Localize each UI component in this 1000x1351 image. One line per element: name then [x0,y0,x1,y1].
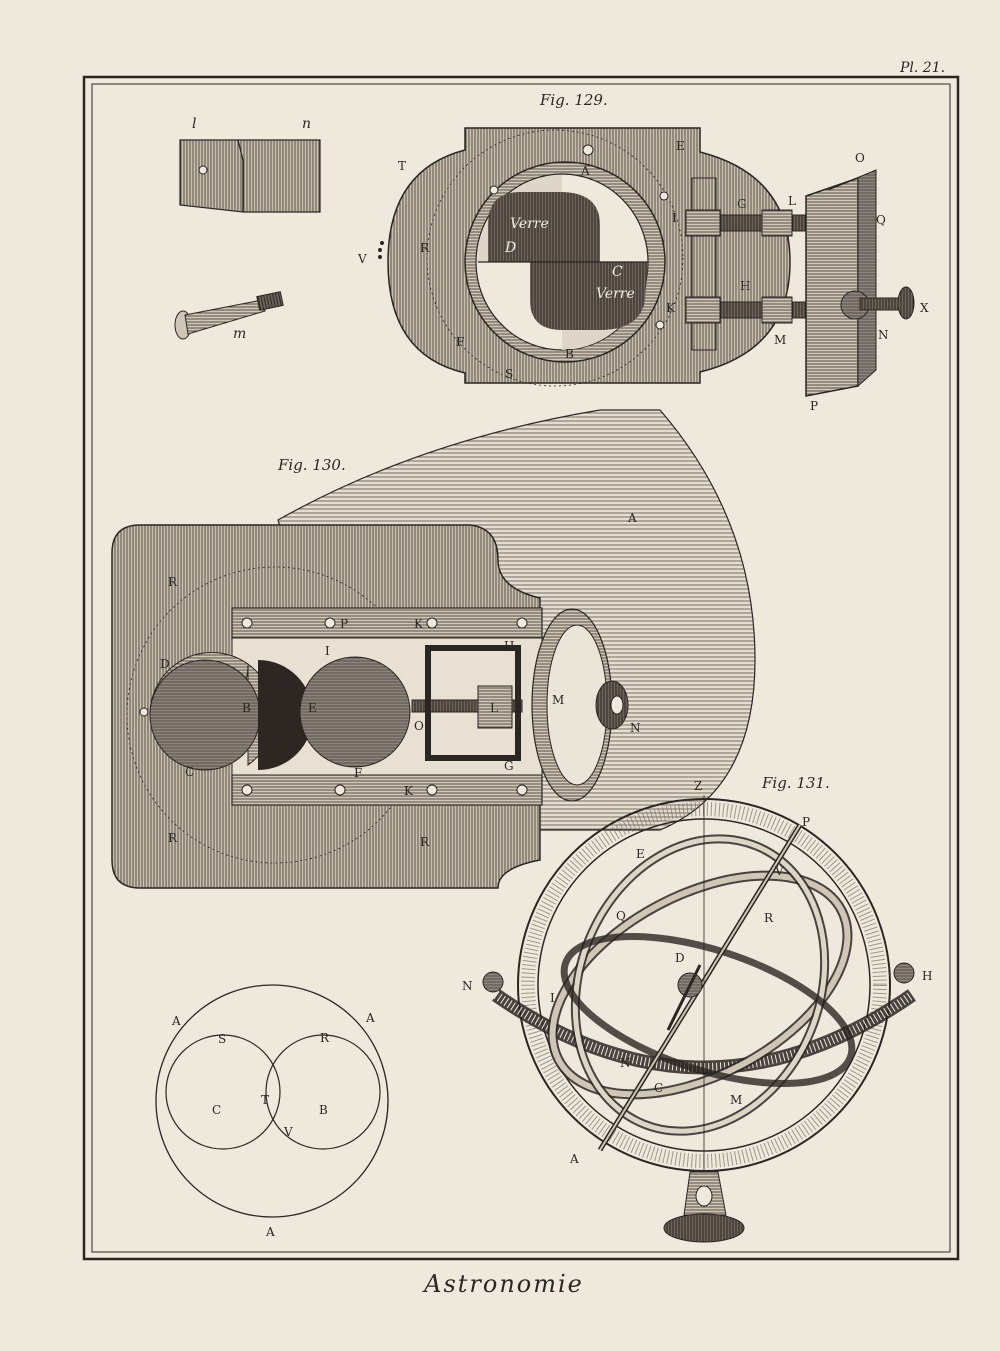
figure-129: Fig. 129. Verre Verre [357,91,929,413]
fig131-label-N-inner: N [620,1056,631,1070]
fig129-label-T: T [398,159,406,173]
fig130-label-K-top: K [414,617,424,631]
circles-diagram: A A S R C T B V A [155,984,389,1239]
fig130-caption: Fig. 130. [277,456,346,474]
part-label-n: n [302,116,311,132]
fig131-label-H: H [922,969,932,983]
fig129-label-D: D [504,240,516,256]
fig130-label-B: B [242,701,251,715]
fig131-label-C: C [654,1081,663,1095]
fig129-label-F: F [456,335,464,349]
fig131-label-D: D [675,951,685,965]
fig131-caption: Fig. 131. [761,774,830,792]
fig129-label-X: X [920,301,929,315]
outer-border [82,75,960,1261]
fig129-label-O: O [855,151,865,165]
fig129-label-B: B [565,347,574,361]
plate-number: Pl. 21. [899,60,945,76]
fig129-label-C: C [612,264,623,280]
fig131-label-Q: Q [616,909,626,923]
fig130-label-K-bottom: K [404,784,414,798]
fig131-label-I: I [550,991,555,1005]
fig130-label-R-left: R [168,831,178,845]
part-bracket-ln: l n [179,116,321,213]
fig129-label-I: I [672,211,677,225]
fig129-label-K: K [666,301,676,315]
fig129-label-S: S [505,367,513,381]
fig130-label-I: I [325,644,330,658]
circles-label-T: T [261,1093,269,1107]
inner-border [91,83,951,1253]
fig129-label-L: L [788,194,796,208]
fig131-label-M: M [730,1093,742,1107]
fig130-label-R-top: R [168,575,178,589]
circles-label-V: V [283,1125,293,1139]
fig130-label-N: N [630,721,641,735]
fig130-label-D: D [160,657,170,671]
figure-130: Fig. 130. A R P [111,409,756,889]
fig129-label-A: A [580,164,590,178]
part-label-m: m [233,326,246,342]
fig130-label-G: G [504,759,514,773]
circles-label-B: B [319,1103,328,1117]
fig130-label-M: M [552,693,564,707]
circles-label-A-right: A [365,1011,375,1025]
fig131-label-Z: Z [694,779,702,793]
fig129-glass-top: Verre [510,216,549,232]
fig130-label-C: C [185,765,194,779]
fig129-label-G: G [737,197,747,211]
fig130-label-R-right: R [420,835,430,849]
fig129-glass-bottom: Verre [596,286,635,302]
fig129-label-M: M [774,333,786,347]
fig129-label-Q: Q [876,213,886,227]
fig131-label-E: E [636,847,645,861]
circles-label-S: S [218,1032,226,1046]
circles-label-C: C [212,1103,221,1117]
fig130-label-O: O [414,719,424,733]
fig129-label-H: H [740,279,750,293]
part-label-l: l [192,116,196,132]
fig130-label-H: H [504,639,514,653]
plate-title: Astronomie [422,1270,584,1298]
part-screw-m: m [174,291,284,342]
fig130-label-L: L [490,701,498,715]
fig129-label-V: V [357,252,367,266]
circles-label-A-bottom: A [265,1225,275,1239]
circles-label-A-left: A [171,1014,181,1028]
fig129-label-R: R [420,241,430,255]
fig129-label-P: P [810,399,818,413]
fig130-label-P: P [340,617,348,631]
fig131-label-N-left: N [462,979,473,993]
fig129-label-E: E [676,139,685,153]
fig131-label-A: A [569,1152,579,1166]
fig129-caption: Fig. 129. [539,91,608,109]
fig129-label-N: N [878,328,889,342]
fig130-label-E: E [308,701,317,715]
circles-label-R: R [320,1031,330,1045]
fig130-label-A: A [627,511,637,525]
fig130-label-F: F [354,766,362,780]
figure-131: Fig. 131. Z P E V Q R D N H [462,774,932,1243]
fig131-label-V: V [774,864,784,878]
fig131-label-P: P [802,815,810,829]
fig131-label-R: R [764,911,774,925]
